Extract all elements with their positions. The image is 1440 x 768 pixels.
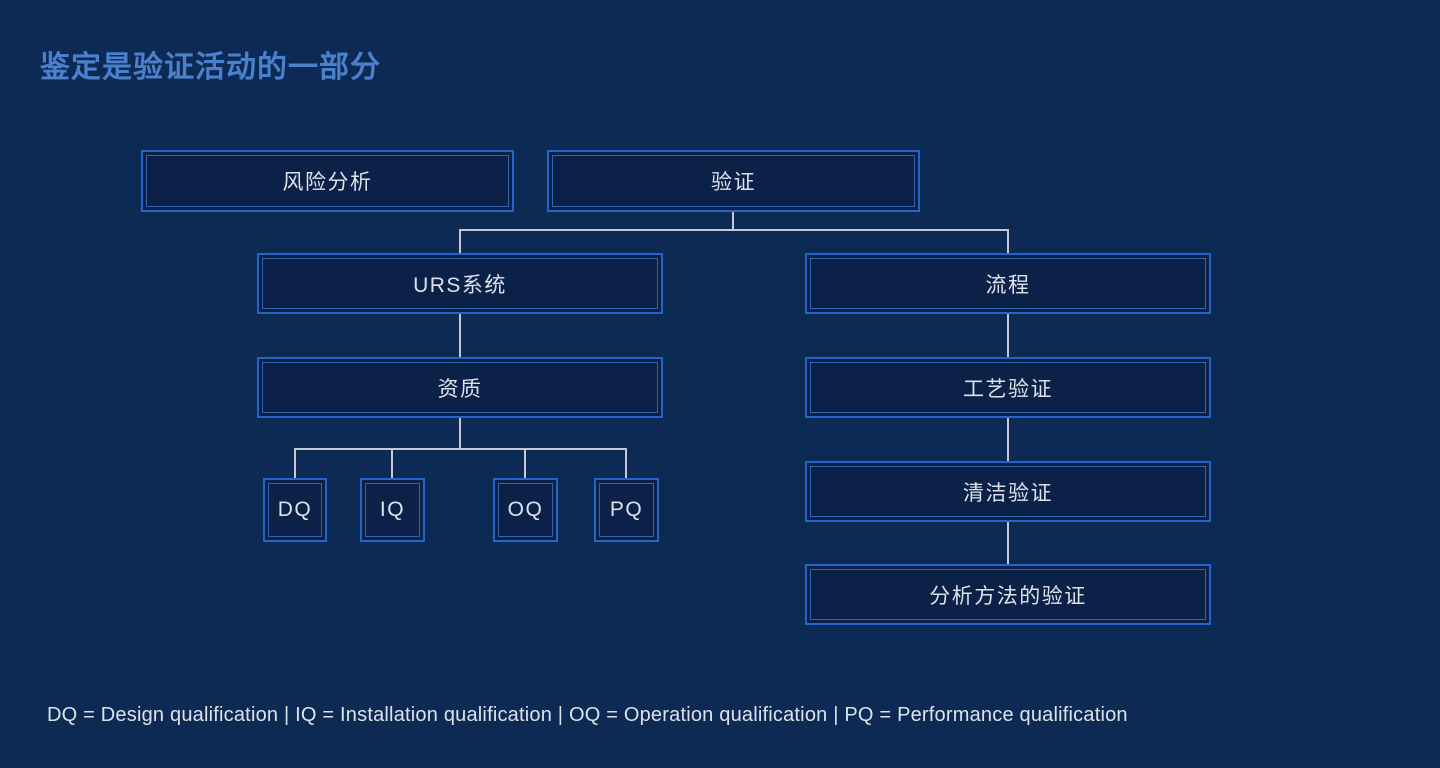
connector-line [459, 229, 461, 254]
node-label: 工艺验证 [963, 377, 1053, 401]
node-label: 清洁验证 [963, 481, 1053, 505]
node-urs-system: URS系统 [257, 253, 663, 314]
connector-line [294, 448, 627, 450]
node-label: URS系统 [413, 273, 507, 297]
node-cleaning-validation: 清洁验证 [805, 461, 1211, 522]
legend-text: DQ = Design qualification | IQ = Install… [47, 704, 1128, 726]
node-process-validation: 工艺验证 [805, 357, 1211, 418]
node-label: PQ [609, 498, 644, 521]
page-title: 鉴定是验证活动的一部分 [40, 51, 381, 84]
node-qualification: 资质 [257, 357, 663, 418]
node-pq: PQ [594, 478, 659, 542]
node-validation: 验证 [547, 150, 920, 212]
node-dq: DQ [263, 478, 327, 542]
node-oq: OQ [493, 478, 558, 542]
node-analytical-method-validation: 分析方法的验证 [805, 564, 1211, 625]
connector-line [1007, 418, 1009, 462]
connector-line [459, 314, 461, 358]
node-label: 验证 [711, 171, 756, 194]
node-iq: IQ [360, 478, 425, 542]
connector-line [625, 448, 627, 478]
connector-line [524, 448, 526, 478]
node-label: 分析方法的验证 [929, 584, 1087, 608]
node-label: 风险分析 [282, 171, 373, 194]
connector-line [1007, 314, 1009, 358]
connector-line [1007, 522, 1009, 565]
connector-line [1007, 229, 1009, 254]
node-label: 流程 [985, 273, 1031, 297]
node-risk-analysis: 风险分析 [141, 150, 514, 212]
connector-line [391, 448, 393, 478]
connector-line [294, 448, 296, 478]
connector-line [459, 418, 461, 449]
connector-line [459, 229, 1009, 231]
node-process: 流程 [805, 253, 1211, 314]
node-label: IQ [379, 498, 406, 521]
node-label: OQ [507, 498, 544, 521]
node-label: 资质 [437, 377, 483, 401]
connector-line [732, 212, 734, 230]
node-label: DQ [277, 498, 313, 521]
